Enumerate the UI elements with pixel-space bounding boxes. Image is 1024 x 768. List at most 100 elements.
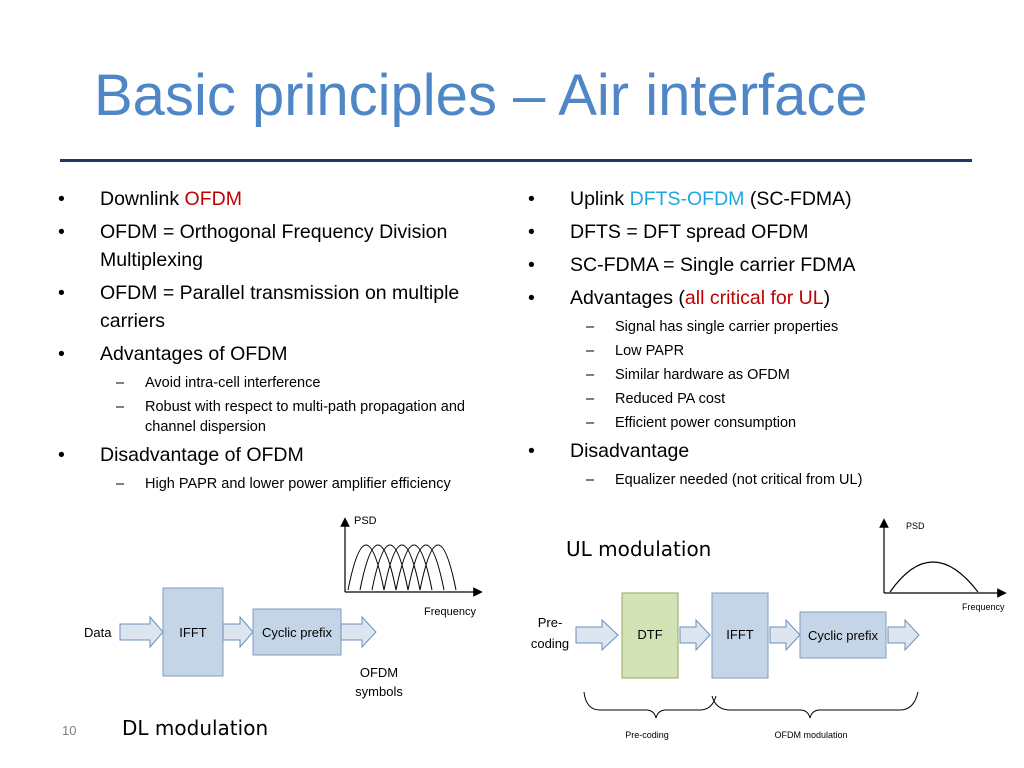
highlight-dfts-ofdm: DFTS-OFDM: [629, 188, 745, 210]
left-column: • Downlink OFDM • OFDM = Orthogonal Freq…: [58, 185, 508, 498]
bullet-marker: •: [528, 287, 535, 309]
dash-marker: –: [586, 343, 595, 359]
dl-cyclic-prefix-label: Cyclic prefix: [262, 625, 333, 640]
dash-marker: –: [586, 367, 595, 383]
bullet-disadvantage-ofdm: • Disadvantage of OFDM: [58, 441, 508, 469]
sub-bullet-text: Signal has single carrier properties: [615, 319, 839, 335]
title-divider: [60, 159, 972, 162]
dl-modulation-caption: DL modulation: [122, 716, 269, 740]
bullet-text-suffix: (SC-FDMA): [744, 188, 852, 210]
bullet-marker: •: [58, 282, 65, 304]
right-column: • Uplink DFTS-OFDM (SC-FDMA) • DFTS = DF…: [528, 185, 968, 494]
sub-bullet-text: Equalizer needed (not critical from UL): [615, 472, 863, 488]
dash-marker: –: [586, 319, 595, 335]
sub-bullet: –Avoid intra-cell interference: [58, 373, 508, 393]
bullet-uplink: • Uplink DFTS-OFDM (SC-FDMA): [528, 185, 968, 213]
page-number: 10: [62, 723, 77, 738]
ul-arrow-ifft: [769, 618, 801, 652]
sub-bullet: – High PAPR and lower power amplifier eff…: [58, 474, 508, 494]
sub-bullet-text: Low PAPR: [615, 343, 685, 359]
dl-input-label: Data: [84, 625, 112, 640]
ul-precoding-brace: [583, 691, 717, 719]
bullet-advantages-ofdm: • Advantages of OFDM: [58, 340, 508, 368]
dl-frequency-label: Frequency: [424, 606, 476, 618]
ul-dtf-label: DTF: [637, 627, 662, 642]
bullet-text: Disadvantage: [570, 440, 690, 462]
ul-group-ofdm-label: OFDM modulation: [774, 730, 847, 740]
dl-output-label-line1: OFDM: [360, 665, 398, 680]
highlight-ofdm: OFDM: [184, 188, 242, 210]
sub-bullet-text: Robust with respect to multi-path propag…: [145, 399, 465, 435]
ul-arrow-input: [575, 618, 619, 652]
dash-marker: –: [116, 375, 125, 391]
dl-arrow-data: [119, 615, 164, 649]
bullet-downlink: • Downlink OFDM: [58, 185, 508, 213]
sub-bullet: – Similar hardware as OFDM: [528, 365, 968, 385]
subcarrier-lobe: [395, 544, 433, 591]
subcarrier-lobe: [383, 544, 421, 591]
ul-psd-plot: PSD Frequency: [879, 518, 1007, 612]
ul-arrow-output: [887, 618, 920, 652]
bullet-marker: •: [528, 221, 535, 243]
ul-input-label-line2: coding: [531, 636, 569, 651]
bullet-scfdma-definition: • SC-FDMA = Single carrier FDMA: [528, 251, 968, 279]
ul-single-carrier-curve: [889, 561, 979, 593]
bullet-marker: •: [58, 221, 65, 243]
bullet-text: Advantages (: [570, 287, 685, 309]
dl-cyclic-prefix-block: [252, 608, 342, 656]
dash-marker: –: [586, 415, 595, 431]
bullet-text: Uplink: [570, 188, 630, 210]
ul-disadvantage-sublist: –Equalizer needed (not critical from UL): [528, 470, 968, 490]
dl-subcarrier-lobes: [347, 544, 457, 591]
bullet-text: Advantages of OFDM: [100, 343, 288, 365]
ul-input-label-line1: Pre-: [538, 615, 563, 630]
ul-dtf-block: [621, 592, 679, 679]
bullet-text: Downlink: [100, 188, 185, 210]
ul-ifft-label: IFFT: [726, 627, 753, 642]
ul-group-precoding-label: Pre-coding: [625, 730, 669, 740]
dl-ifft-label: IFFT: [179, 625, 206, 640]
dash-marker: –: [116, 476, 125, 492]
bullet-text: DFTS = DFT spread OFDM: [570, 221, 809, 243]
bullet-text: Disadvantage of OFDM: [100, 444, 304, 466]
dash-marker: –: [586, 391, 595, 407]
advantages-sublist: –Avoid intra-cell interference – Robust w…: [58, 373, 508, 437]
dl-psd-plot: PSD Frequency: [340, 515, 483, 618]
sub-bullet-text: Similar hardware as OFDM: [615, 367, 790, 383]
bullet-text-suffix: ): [823, 287, 831, 309]
ul-ofdm-modulation-brace: [711, 691, 919, 719]
dash-marker: –: [116, 399, 125, 415]
dl-arrow-output: [340, 615, 377, 649]
sub-bullet: – Low PAPR: [528, 341, 968, 361]
sub-bullet: –Reduced PA cost: [528, 389, 968, 409]
subcarrier-lobe: [371, 544, 409, 591]
subcarrier-lobe: [347, 544, 385, 591]
slide-title: Basic principles – Air interface: [94, 63, 868, 128]
bullet-dfts-definition: • DFTS = DFT spread OFDM: [528, 218, 968, 246]
bullet-disadvantage-ul: • Disadvantage: [528, 437, 968, 465]
bullet-text: OFDM = Orthogonal Frequency Division Mul…: [100, 221, 448, 271]
subcarrier-lobe: [359, 544, 397, 591]
bullet-marker: •: [58, 188, 65, 210]
bullet-advantages-ul: • Advantages (all critical for UL): [528, 284, 968, 312]
bullet-marker: •: [58, 444, 65, 466]
dl-arrow-ifft: [222, 615, 254, 649]
ul-psd-label: PSD: [906, 521, 925, 531]
bullet-marker: •: [528, 188, 535, 210]
sub-bullet: – Robust with respect to multi-path propa…: [58, 397, 508, 437]
ul-ifft-block: [711, 592, 769, 679]
disadvantage-sublist: – High PAPR and lower power amplifier eff…: [58, 474, 508, 494]
bullet-text: SC-FDMA = Single carrier FDMA: [570, 254, 856, 276]
sub-bullet-text: High PAPR and lower power amplifier effi…: [145, 476, 451, 492]
ul-cyclic-prefix-block: [799, 611, 887, 659]
subcarrier-lobe: [419, 544, 457, 591]
sub-bullet-text: Efficient power consumption: [615, 415, 797, 431]
ul-frequency-label: Frequency: [962, 602, 1005, 612]
ul-advantages-sublist: – Signal has single carrier properties – L…: [528, 317, 968, 433]
bullet-marker: •: [528, 254, 535, 276]
ul-cyclic-prefix-label: Cyclic prefix: [808, 628, 879, 643]
bullet-text: OFDM = Parallel transmission on multiple…: [100, 282, 460, 332]
sub-bullet: –Equalizer needed (not critical from UL): [528, 470, 968, 490]
ul-arrow-dtf: [679, 618, 711, 652]
